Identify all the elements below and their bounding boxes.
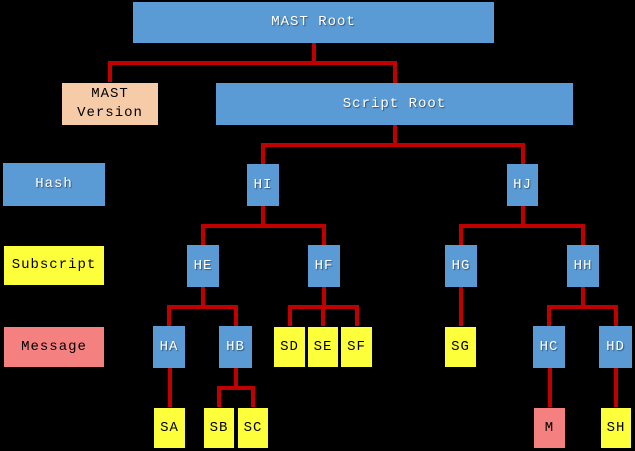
legend-hash: Hash [3, 163, 105, 206]
connector-line [392, 125, 397, 147]
legend-message: Message [3, 326, 105, 368]
node-ha: HA [153, 326, 185, 368]
connector-line [217, 386, 221, 407]
connector-line [251, 386, 255, 407]
connector-line [321, 305, 325, 326]
connector-line [458, 287, 463, 326]
connector-line [311, 43, 316, 65]
connector-line [459, 224, 585, 228]
connector-line [201, 224, 326, 228]
legend-subscript: Subscript [3, 245, 105, 286]
connector-line [217, 386, 255, 390]
connector-line [261, 206, 265, 228]
connector-line [261, 143, 525, 147]
connector-line [233, 368, 238, 390]
connector-line [547, 368, 552, 407]
node-sd: SD [273, 326, 306, 368]
connector-line [581, 287, 585, 309]
connector-line [108, 61, 112, 82]
connector-line [520, 143, 525, 164]
node-mast-root: MAST Root [133, 2, 494, 43]
node-hf: HF [308, 245, 340, 287]
node-m: M [533, 407, 566, 449]
connector-line [167, 305, 171, 326]
connector-line [233, 305, 238, 326]
node-hg: HG [445, 245, 477, 287]
node-sg: SG [444, 326, 477, 368]
node-hj: HJ [507, 164, 538, 206]
node-hi: HI [247, 164, 279, 206]
connector-line [581, 224, 585, 245]
node-hb: HB [219, 326, 252, 368]
connector-line [354, 305, 359, 326]
node-he: HE [187, 245, 219, 287]
connector-line [322, 224, 326, 245]
connector-line [108, 61, 397, 65]
connector-line [547, 305, 618, 309]
connector-line [392, 61, 397, 83]
connector-line [459, 224, 463, 245]
connector-line [322, 287, 326, 309]
connector-line [201, 224, 205, 245]
connector-line [167, 305, 238, 309]
node-script-root: Script Root [216, 83, 573, 125]
node-se: SE [307, 326, 339, 368]
connector-line [261, 143, 265, 164]
node-sh: SH [600, 407, 632, 449]
node-sa: SA [153, 407, 186, 449]
node-sf: SF [340, 326, 373, 368]
connector-line [520, 206, 525, 228]
connector-line [613, 305, 618, 326]
connector-line [547, 305, 551, 326]
connector-line [614, 368, 618, 407]
node-hh: HH [567, 245, 599, 287]
node-sb: SB [203, 407, 235, 449]
node-sc: SC [237, 407, 269, 449]
connector-line [287, 305, 292, 326]
node-hc: HC [533, 326, 565, 368]
connector-line [201, 287, 205, 309]
node-hd: HD [599, 326, 632, 368]
node-mast-version: MAST Version [61, 82, 159, 126]
connector-line [167, 368, 172, 407]
